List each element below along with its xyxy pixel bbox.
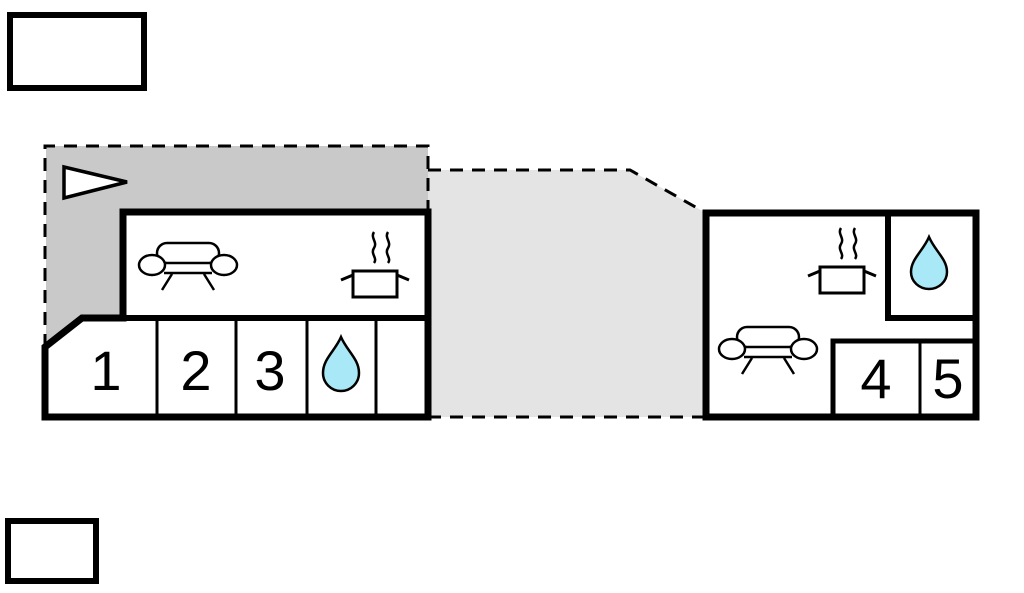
- legend-box-bottom: [5, 518, 99, 584]
- water-drop-icon: [321, 333, 361, 393]
- annex-area: [46, 146, 428, 347]
- room-2-label: 2: [180, 339, 211, 402]
- terrace-area: [428, 170, 706, 417]
- sofa-icon: [137, 241, 239, 291]
- north-arrow-icon: [62, 164, 128, 201]
- annex-dashed-border: [43, 144, 430, 347]
- right-bedroom-wall: [830, 338, 976, 417]
- room-5-label: 5: [932, 347, 963, 410]
- room-3-label: 3: [254, 339, 285, 402]
- room-1-label: 1: [90, 339, 121, 402]
- right-bathroom-wall: [885, 213, 976, 321]
- stove-icon: [340, 231, 410, 299]
- sofa-icon-right: [717, 325, 819, 375]
- room-4-label: 4: [860, 347, 891, 410]
- terrace-dashed-top: [428, 168, 707, 215]
- stove-icon-right: [807, 227, 877, 295]
- water-drop-icon-right: [909, 233, 949, 291]
- legend-box-top: [7, 12, 147, 91]
